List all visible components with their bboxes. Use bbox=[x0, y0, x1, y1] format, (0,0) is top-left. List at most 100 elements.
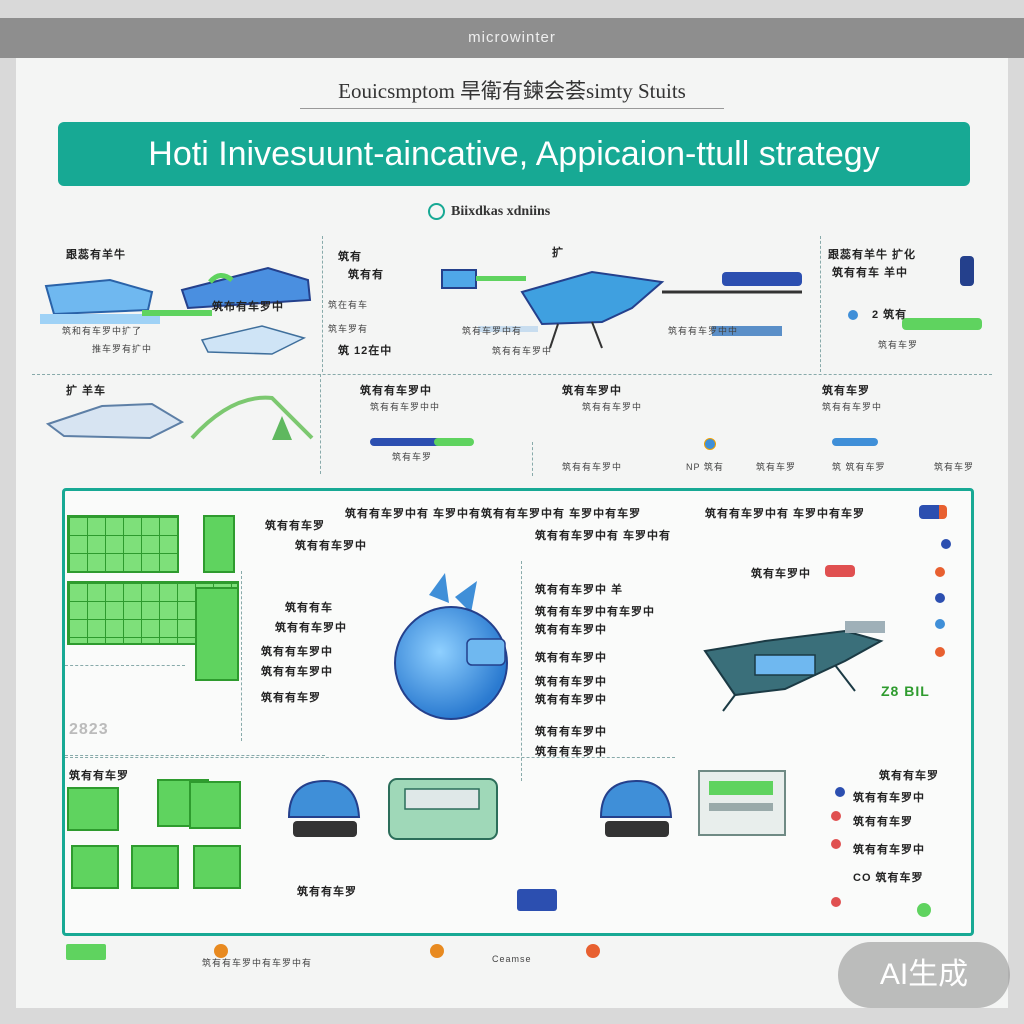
machine-icon bbox=[698, 770, 786, 836]
circle-icon bbox=[428, 203, 445, 221]
green-block bbox=[195, 587, 239, 681]
navy-block bbox=[960, 256, 974, 286]
poster-subtitle: Eouicsmptom 旱衛有鍊会荟simty Stuits bbox=[300, 74, 724, 109]
row-2-panel-4-title: 筑有车罗 bbox=[822, 385, 870, 397]
mid-bottom-right-line-3: 筑有有车罗 bbox=[853, 816, 913, 828]
bar bbox=[370, 438, 450, 446]
row-2-panel-4-line: 筑有有车罗中 bbox=[822, 402, 883, 412]
section-caption: Biixdkas xdniins bbox=[428, 200, 550, 224]
mid-left-line-4: 筑有有车罗中 bbox=[275, 622, 347, 634]
divider bbox=[820, 236, 821, 372]
banner-title: Hoti Inivesuunt-aincative, Appicaion-ttu… bbox=[148, 135, 880, 173]
green-grid-block bbox=[67, 515, 179, 573]
mid-bottom-left-title: 筑有有车罗 bbox=[69, 770, 129, 782]
panel-1-title: 跟蕊有羊牛 bbox=[66, 249, 126, 261]
panel-3-title: 扩 bbox=[552, 247, 564, 259]
mid-left-number: 2823 bbox=[69, 721, 109, 738]
mid-left-line-2: 筑有有车罗中 bbox=[295, 540, 367, 552]
mid-center-line-8: 筑有有车罗中 bbox=[535, 746, 607, 758]
dot bbox=[704, 438, 716, 450]
row-2-panel-1-title: 扩 羊车 bbox=[66, 385, 107, 397]
aircraft-illustration bbox=[703, 621, 885, 712]
blue-dot bbox=[941, 539, 951, 549]
landscape-illustration bbox=[45, 395, 314, 440]
mid-center-line-3: 筑有有车罗中 bbox=[535, 624, 607, 636]
mid-left-line-1: 筑有有车罗 bbox=[265, 520, 325, 532]
blue-dot bbox=[848, 310, 858, 320]
panel-4-title: 跟蕊有羊牛 扩化 bbox=[828, 249, 917, 261]
blue-sphere-mascot bbox=[394, 573, 508, 720]
row-2-foot-4: 筑有车罗 bbox=[756, 462, 797, 472]
bottom-strip: 筑有有车罗中有车罗中有 Ceamse bbox=[62, 938, 968, 968]
panel-4-line-2: 2 筑有 bbox=[872, 309, 908, 321]
mid-left-line-7: 筑有有车罗 bbox=[261, 692, 321, 704]
green-bar bbox=[902, 318, 982, 330]
panel-2-line-2: 筑在有车 bbox=[328, 300, 369, 310]
device-icon bbox=[388, 778, 498, 840]
green-block bbox=[193, 845, 241, 889]
helmet-icon bbox=[599, 779, 673, 837]
row-2-panel-3-line: 筑有有车罗中 bbox=[582, 402, 643, 412]
tag bbox=[919, 505, 947, 519]
mid-center-line-1: 筑有有车罗中 羊 bbox=[535, 584, 624, 596]
divider bbox=[32, 374, 992, 375]
panel-2-line-4: 筑 12在中 bbox=[338, 345, 393, 357]
divider bbox=[320, 374, 321, 474]
panel-3-line-2: 筑有有车罗中 bbox=[492, 346, 553, 356]
orange-dot bbox=[214, 944, 228, 958]
red-dot bbox=[831, 839, 841, 849]
red-tag bbox=[825, 565, 855, 577]
green-block bbox=[131, 845, 179, 889]
red-dot bbox=[831, 811, 841, 821]
green-block bbox=[189, 781, 241, 829]
mid-right-head: 筑有有车罗中有 车罗中有车罗 bbox=[705, 508, 866, 520]
panel-1-line-1: 筑布有车罗中 bbox=[212, 301, 284, 313]
panel-2-illustration bbox=[441, 269, 802, 349]
green-block bbox=[71, 845, 119, 889]
panel-2b-line: 筑有有车罗中中 bbox=[668, 326, 739, 336]
orange-dot bbox=[430, 944, 444, 958]
panel-4-line-1: 筑有有车 羊中 bbox=[832, 267, 909, 279]
mid-bottom-right-line-5: CO 筑有车罗 bbox=[853, 872, 924, 884]
row-2-panel-2-line: 筑有有车罗中中 bbox=[370, 402, 441, 412]
mid-center-line-7: 筑有有车罗中 bbox=[535, 726, 607, 738]
orange-dot bbox=[586, 944, 600, 958]
strip-label: Ceamse bbox=[492, 954, 532, 964]
title-banner: Hoti Inivesuunt-aincative, Appicaion-ttu… bbox=[58, 122, 970, 186]
red-dot bbox=[831, 897, 841, 907]
blue-dot bbox=[935, 593, 945, 603]
orange-dot bbox=[935, 647, 945, 657]
green-block bbox=[67, 787, 119, 831]
panel-1-line-2: 筑和有车罗中扩了 bbox=[62, 326, 143, 336]
mid-center-line-6: 筑有有车罗中 bbox=[535, 694, 607, 706]
caption-text: Biixdkas xdniins bbox=[451, 204, 551, 219]
bar bbox=[832, 438, 878, 446]
mid-section: 筑有有车罗中有 车罗中有筑有有车罗中有 车罗中有车罗 筑有有车罗中有 车罗中有 … bbox=[62, 488, 974, 936]
row-2-foot-5: 筑 筑有车罗 bbox=[832, 462, 886, 472]
top-section: 跟蕊有羊牛 筑布有车罗中 筑和有车罗中扩了 推车罗有扩中 筑有 筑有有 筑在有车… bbox=[22, 232, 998, 482]
mid-left-line-3: 筑有有车 bbox=[285, 602, 333, 614]
mid-center-line-4: 筑有有车罗中 bbox=[535, 652, 607, 664]
row-2-foot-1: 筑有车罗 bbox=[392, 452, 433, 462]
strip-line: 筑有有车罗中有车罗中有 bbox=[202, 958, 313, 968]
orange-dot bbox=[935, 567, 945, 577]
panel-2-title: 筑有 bbox=[338, 251, 362, 263]
divider bbox=[65, 757, 675, 758]
top-bar-text: microwinter bbox=[468, 29, 556, 46]
mid-head-line-1: 筑有有车罗中有 车罗中有筑有有车罗中有 车罗中有车罗 bbox=[345, 508, 642, 520]
top-bar: microwinter bbox=[0, 18, 1024, 58]
helmet-icon bbox=[287, 779, 361, 837]
blue-dot bbox=[835, 787, 845, 797]
row-2-panel-3-title: 筑有车罗中 bbox=[562, 385, 622, 397]
panel-2-line-1: 筑有有 bbox=[348, 269, 384, 281]
divider bbox=[521, 561, 522, 781]
ai-generated-badge: AI生成 bbox=[838, 942, 1010, 1008]
divider bbox=[65, 755, 325, 756]
divider bbox=[65, 665, 185, 666]
row-2-foot-3: NP 筑有 bbox=[686, 462, 724, 472]
green-bar bbox=[66, 944, 106, 960]
mid-left-line-5: 筑有有车罗中 bbox=[261, 646, 333, 658]
mid-center-line-2: 筑有有车罗中有车罗中 bbox=[535, 606, 655, 618]
divider bbox=[241, 571, 242, 741]
device-block bbox=[517, 889, 557, 911]
